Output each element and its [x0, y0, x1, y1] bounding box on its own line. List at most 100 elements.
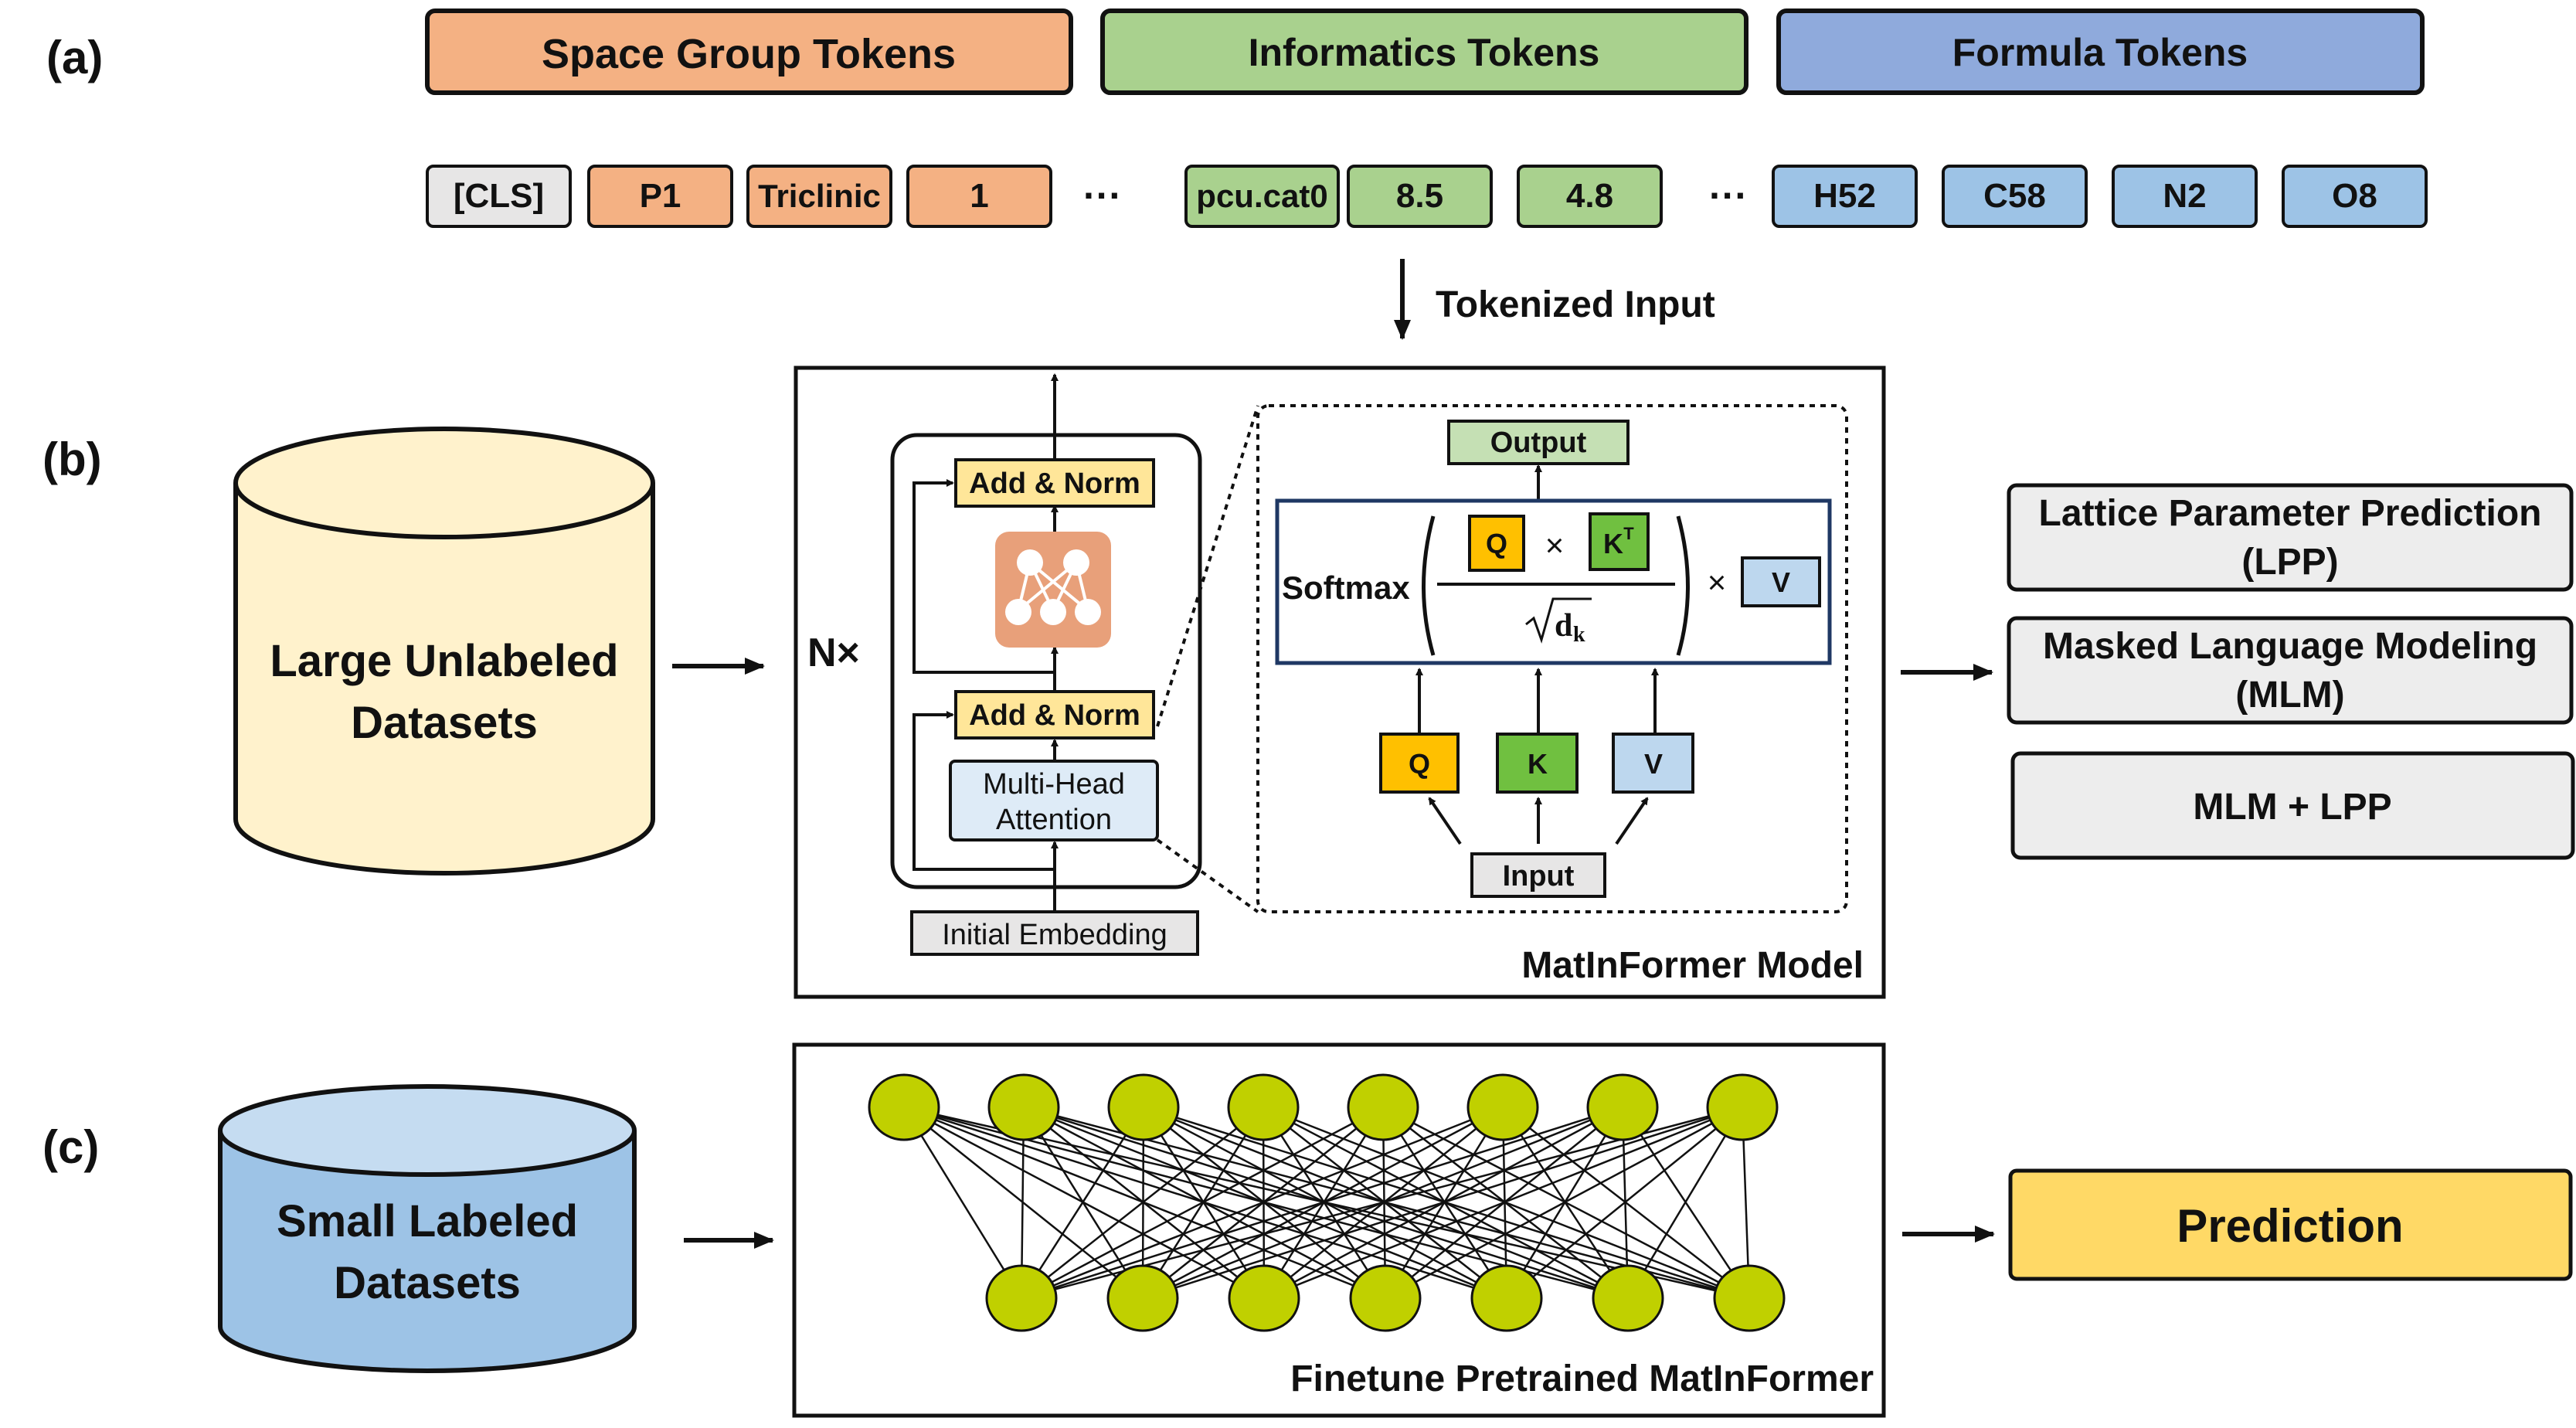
svg-text:···: ···	[1083, 174, 1122, 217]
v-input-box: V	[1612, 733, 1694, 794]
svg-text:Input: Input	[1503, 860, 1575, 892]
network-edges	[902, 1106, 1751, 1300]
svg-text:K: K	[1603, 528, 1623, 559]
small-labeled-datasets-cylinder: Small Labeled Datasets	[218, 1084, 637, 1373]
network-node	[868, 1073, 940, 1141]
token-9: H52	[1772, 165, 1918, 228]
right-paren	[1676, 515, 1690, 656]
token-1: P1	[587, 165, 733, 228]
panel-label-b: (b)	[42, 434, 102, 485]
svg-text:Informatics Tokens: Informatics Tokens	[1249, 31, 1600, 74]
svg-text:T: T	[1623, 524, 1634, 543]
svg-text:Add & Norm: Add & Norm	[969, 468, 1140, 500]
network-node	[1349, 1264, 1422, 1332]
dk-subscript: k	[1573, 623, 1585, 647]
svg-text:O8: O8	[2332, 177, 2377, 215]
svg-text:Lattice Parameter Prediction: Lattice Parameter Prediction	[2039, 493, 2542, 534]
attention-detail-box	[1256, 404, 1848, 913]
times-sign-1: ×	[1545, 527, 1565, 563]
network-node	[1706, 1073, 1779, 1141]
svg-text:(MLM): (MLM)	[2235, 675, 2344, 716]
token-7: 4.8	[1517, 165, 1663, 228]
svg-text:MLM + LPP: MLM + LPP	[2193, 787, 2391, 828]
space-group-tokens-header: Space Group Tokens	[425, 8, 1073, 95]
times-sign-2: ×	[1708, 564, 1727, 600]
repeat-label: N×	[807, 631, 860, 675]
svg-text:Q: Q	[1409, 748, 1430, 780]
matinformer-model-caption: MatInFormer Model	[1521, 945, 1864, 986]
network-edge	[1021, 1106, 1384, 1300]
formula-tokens-header: Formula Tokens	[1776, 8, 2425, 95]
add-norm-top: Add & Norm	[954, 458, 1155, 508]
q-token-formula: Q	[1468, 515, 1525, 572]
small-dataset-label-line1: Small Labeled	[277, 1196, 578, 1246]
task-mlm-lpp: MLM + LPP	[2010, 751, 2575, 860]
svg-text:(LPP): (LPP)	[2241, 542, 2338, 583]
network-edge	[1021, 1106, 1623, 1300]
network-edge	[1142, 1106, 1743, 1300]
kt-token-formula: K T	[1589, 512, 1650, 571]
svg-text:Initial Embedding: Initial Embedding	[942, 919, 1167, 951]
token-5: pcu.cat0	[1184, 165, 1340, 228]
informatics-tokens-header: Informatics Tokens	[1100, 8, 1748, 95]
svg-text:1: 1	[970, 177, 988, 215]
tokenized-input-label: Tokenized Input	[1436, 284, 1715, 325]
network-node	[1592, 1264, 1664, 1332]
svg-text:4.8: 4.8	[1566, 177, 1613, 215]
svg-text:Triclinic: Triclinic	[758, 178, 881, 214]
panel-label-c: (c)	[42, 1121, 99, 1173]
network-edge	[1021, 1107, 1264, 1299]
multi-head-attention-box: Multi-Head Attention	[949, 760, 1159, 842]
svg-text:Add & Norm: Add & Norm	[969, 699, 1140, 732]
network-node	[1470, 1264, 1543, 1332]
add-norm-bottom: Add & Norm	[954, 690, 1155, 740]
svg-text:Attention: Attention	[996, 804, 1112, 836]
svg-text:Output: Output	[1490, 427, 1587, 459]
small-dataset-label-line2: Datasets	[334, 1258, 521, 1308]
network-edge	[1020, 1107, 1145, 1299]
task-mlm: Masked Language Modeling (MLM)	[2007, 616, 2574, 725]
encoder-block	[890, 433, 1202, 889]
network-nodes	[868, 1073, 1786, 1332]
token-0: [CLS]	[426, 165, 572, 228]
large-unlabeled-datasets-cylinder: Large Unlabeled Datasets	[233, 427, 655, 876]
svg-text:[CLS]: [CLS]	[454, 177, 544, 215]
network-edge	[1263, 1106, 1743, 1300]
network-edge	[1385, 1106, 1743, 1300]
initial-embedding-box: Initial Embedding	[910, 910, 1199, 956]
finetune-box	[792, 1042, 1886, 1418]
v-token-formula: V	[1741, 556, 1821, 607]
network-node	[1586, 1073, 1659, 1141]
svg-text:V: V	[1772, 566, 1790, 598]
q-input-box: Q	[1379, 733, 1460, 794]
svg-text:Formula Tokens: Formula Tokens	[1952, 31, 2248, 74]
network-node	[1713, 1264, 1786, 1332]
token-2: Triclinic	[746, 165, 892, 228]
large-dataset-label-line1: Large Unlabeled	[270, 636, 618, 686]
network-node	[1228, 1264, 1300, 1332]
panel-label-a: (a)	[46, 32, 103, 83]
network-node	[1227, 1073, 1300, 1141]
token-10: C58	[1942, 165, 2088, 228]
svg-text:Space Group Tokens: Space Group Tokens	[542, 31, 956, 77]
network-node	[985, 1264, 1058, 1332]
token-12: O8	[2282, 165, 2428, 228]
svg-text:8.5: 8.5	[1396, 177, 1443, 215]
network-node	[1107, 1073, 1180, 1141]
feed-forward-network-icon	[995, 532, 1111, 648]
svg-text:Masked Language Modeling: Masked Language Modeling	[2043, 626, 2537, 667]
prediction-box: Prediction	[2008, 1168, 2573, 1281]
svg-text:Prediction: Prediction	[2177, 1200, 2403, 1252]
svg-text:H52: H52	[1813, 177, 1876, 215]
large-dataset-label-line2: Datasets	[351, 698, 538, 748]
dk-label: d	[1555, 608, 1572, 644]
token-ellipsis: ···	[1083, 174, 1122, 217]
attention-output-box: Output	[1447, 420, 1630, 465]
sqrt-symbol	[1525, 597, 1592, 644]
network-node	[1347, 1073, 1419, 1141]
svg-text:P1: P1	[640, 177, 681, 215]
svg-text:Multi-Head: Multi-Head	[983, 768, 1125, 801]
svg-text:pcu.cat0: pcu.cat0	[1196, 178, 1327, 214]
